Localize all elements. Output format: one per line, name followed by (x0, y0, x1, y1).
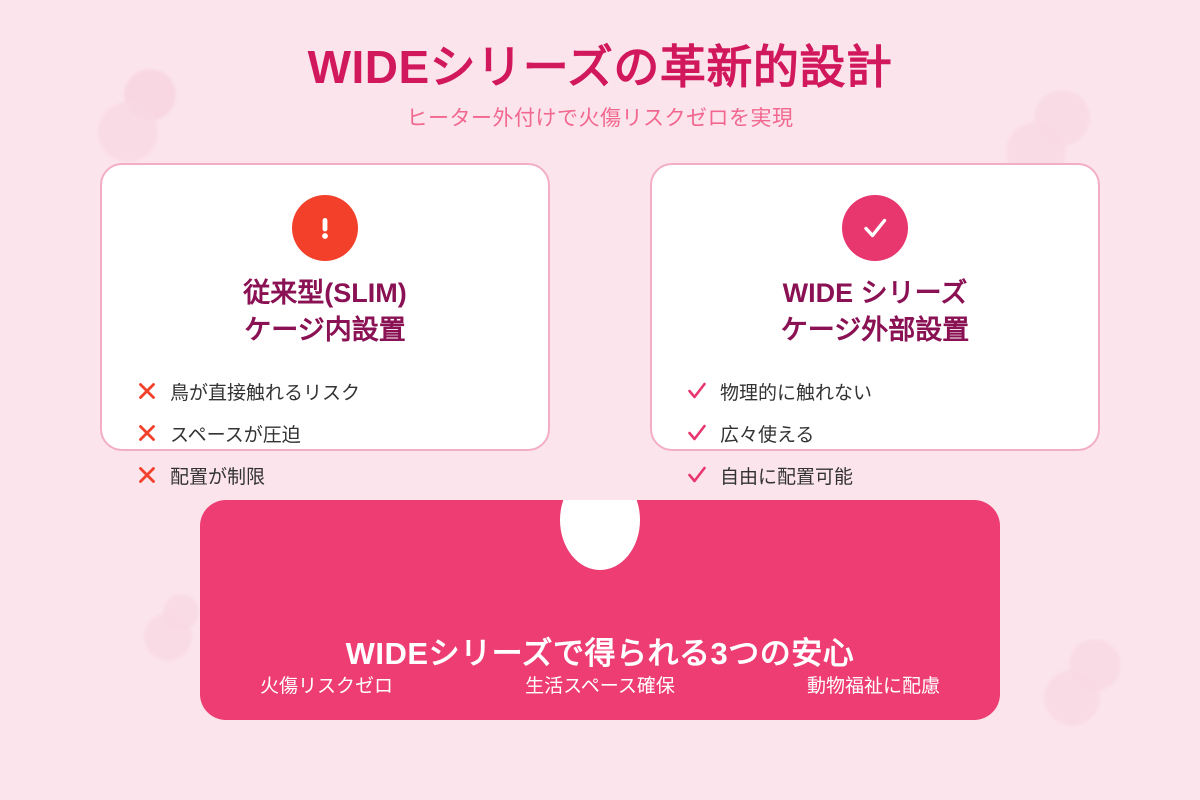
card-title-line1: WIDE シリーズ (782, 278, 968, 308)
list-item-label: 広々使える (720, 424, 815, 446)
drawback-list: 鳥が直接触れるリスク スペースが圧迫 配置が制限 (132, 370, 532, 496)
comparison-card-wide: WIDE シリーズ ケージ外部設置 物理的に触れない 広々使える (650, 163, 1100, 488)
list-item: 配置が制限 (132, 454, 532, 496)
benefit-list: 物理的に触れない 広々使える 自由に配置可能 (682, 370, 1082, 496)
banner-circle-decoration (560, 500, 640, 570)
list-item: 物理的に触れない (682, 370, 1082, 412)
exclamation-icon (292, 195, 358, 261)
card-title-wide: WIDE シリーズ ケージ外部設置 (652, 275, 1098, 350)
decorative-circle (1069, 639, 1121, 691)
card-title-line2: ケージ内設置 (244, 315, 406, 346)
card-title-line2: ケージ外部設置 (780, 315, 970, 346)
check-icon (682, 380, 712, 402)
cross-icon (132, 423, 162, 443)
page-title: WIDEシリーズの革新的設計 (307, 41, 893, 93)
check-icon (842, 195, 908, 261)
list-item-label: 物理的に触れない (720, 382, 873, 404)
banner-point: 動物福祉に配慮 (806, 676, 940, 697)
list-item: スペースが圧迫 (132, 412, 532, 454)
banner-point: 生活スペース確保 (525, 676, 675, 697)
card-title-conventional: 従来型(SLIM) ケージ内設置 (102, 275, 548, 350)
summary-banner: WIDEシリーズで得られる3つの安心 火傷リスクゼロ 生活スペース確保 動物福祉… (200, 500, 1000, 720)
cross-icon (132, 465, 162, 485)
page-subtitle: ヒーター外付けで火傷リスクゼロを実現 (406, 106, 794, 130)
comparison-card-conventional: 従来型(SLIM) ケージ内設置 鳥が直接触れるリスク スペースが圧迫 (100, 163, 550, 488)
decorative-circle (144, 613, 192, 661)
list-item: 鳥が直接触れるリスク (132, 370, 532, 412)
list-item-label: 鳥が直接触れるリスク (170, 382, 361, 404)
cross-icon (132, 381, 162, 401)
card-title-line1: 従来型(SLIM) (243, 278, 407, 308)
banner-point-list: 火傷リスクゼロ 生活スペース確保 動物福祉に配慮 (260, 671, 940, 698)
list-item-label: 配置が制限 (170, 466, 266, 488)
banner-point: 火傷リスクゼロ (260, 676, 394, 697)
check-icon (682, 464, 712, 486)
list-item: 広々使える (682, 412, 1082, 454)
banner-heading: WIDEシリーズで得られる3つの安心 (345, 636, 855, 671)
check-icon (682, 422, 712, 444)
list-item-label: 自由に配置可能 (720, 466, 854, 488)
page-header: WIDEシリーズの革新的設計 ヒーター外付けで火傷リスクゼロを実現 (0, 42, 1200, 132)
list-item-label: スペースが圧迫 (170, 424, 301, 446)
list-item: 自由に配置可能 (682, 454, 1082, 496)
decorative-circle (1044, 670, 1100, 726)
decorative-circle (163, 594, 199, 630)
